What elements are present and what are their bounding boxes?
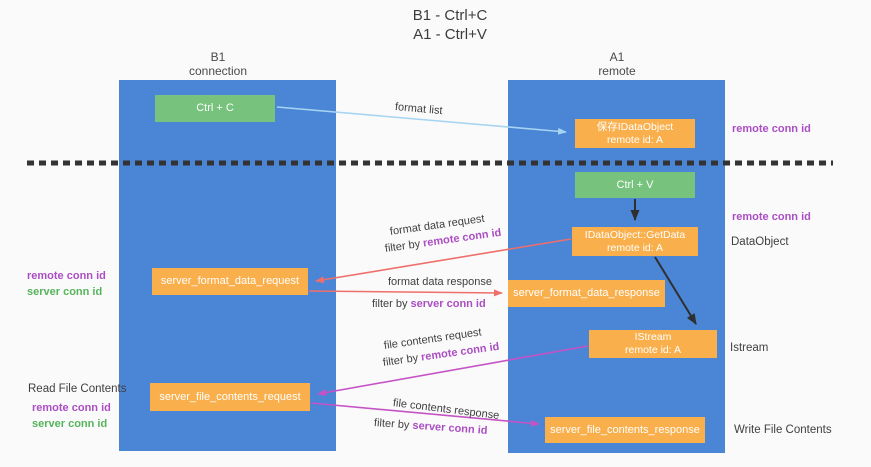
node-sfd-response-label: server_format_data_response: [513, 287, 660, 299]
format-data-response-arrow: [308, 289, 503, 297]
diagram-title: B1 - Ctrl+C A1 - Ctrl+V: [355, 6, 545, 44]
format-list-label: format list: [394, 101, 444, 118]
node-istream-line1: IStream: [634, 331, 672, 343]
annotation-remote-conn-id-right-top: remote conn id: [732, 123, 811, 135]
annotation-server-conn-id-left-bottom: server conn id: [32, 418, 108, 430]
annotation-write-file-contents: Write File Contents: [734, 424, 832, 436]
annotation-istream: Istream: [730, 342, 769, 354]
node-ctrl-v-label: Ctrl + V: [616, 178, 654, 191]
lane-b1-name: B1: [210, 50, 226, 64]
node-save-idataobject: 保存IDataObject remote id: A: [575, 119, 695, 148]
format-data-response-label: format data response: [388, 276, 492, 288]
node-server-format-data-response: server_format_data_response: [508, 280, 665, 307]
filter-by-text: filter by: [372, 298, 411, 310]
node-server-format-data-request: server_format_data_request: [152, 268, 308, 295]
lane-a1-role: remote: [598, 64, 636, 78]
node-server-file-contents-response: server_file_contents_response: [545, 417, 705, 443]
node-ctrl-v: Ctrl + V: [575, 172, 695, 198]
lane-header-b1: B1 connection: [158, 50, 278, 78]
filter-by-server-conn-id-label-2: filter by server conn id: [374, 417, 488, 437]
node-server-file-contents-request: server_file_contents_request: [150, 383, 310, 411]
node-sfc-response-label: server_file_contents_response: [550, 423, 700, 436]
node-save-idataobject-line2: remote id: A: [606, 133, 664, 146]
node-idataobject-getdata: IDataObject::GetData remote id: A: [572, 227, 698, 256]
annotation-read-file-contents: Read File Contents: [28, 383, 127, 395]
lane-a1-name: A1: [609, 50, 625, 64]
filter-by-text: filter by: [373, 417, 413, 432]
lane-b1-role: connection: [188, 64, 248, 78]
lane-header-a1: A1 remote: [557, 50, 677, 78]
node-istream: IStream remote id: A: [589, 330, 717, 358]
node-sfc-request-label: server_file_contents_request: [159, 390, 301, 403]
node-save-idataobject-line1: 保存IDataObject: [596, 120, 674, 133]
annotation-dataobject: DataObject: [731, 236, 789, 248]
node-getdata-line2: remote id: A: [606, 241, 664, 254]
node-sfd-request-label: server_format_data_request: [160, 275, 300, 287]
title-line-1: B1 - Ctrl+C: [412, 7, 488, 24]
file-contents-response-label: file contents response: [392, 397, 500, 422]
title-line-2: A1 - Ctrl+V: [413, 26, 487, 43]
server-conn-id-text: server conn id: [412, 419, 488, 437]
node-ctrl-c-label: Ctrl + C: [196, 102, 234, 114]
filter-by-text: filter by: [384, 237, 424, 255]
filter-by-text: filter by: [382, 351, 422, 369]
node-istream-line2: remote id: A: [624, 344, 682, 356]
annotation-remote-conn-id-left-bottom: remote conn id: [32, 402, 111, 414]
annotation-remote-conn-id-right-mid: remote conn id: [732, 211, 811, 223]
annotation-remote-conn-id-left-top: remote conn id: [27, 270, 106, 282]
node-getdata-line1: IDataObject::GetData: [584, 228, 686, 241]
node-ctrl-c: Ctrl + C: [155, 95, 275, 122]
annotation-server-conn-id-left-top: server conn id: [27, 286, 103, 298]
server-conn-id-text: server conn id: [410, 298, 486, 310]
filter-by-server-conn-id-label-1: filter by server conn id: [372, 298, 486, 310]
